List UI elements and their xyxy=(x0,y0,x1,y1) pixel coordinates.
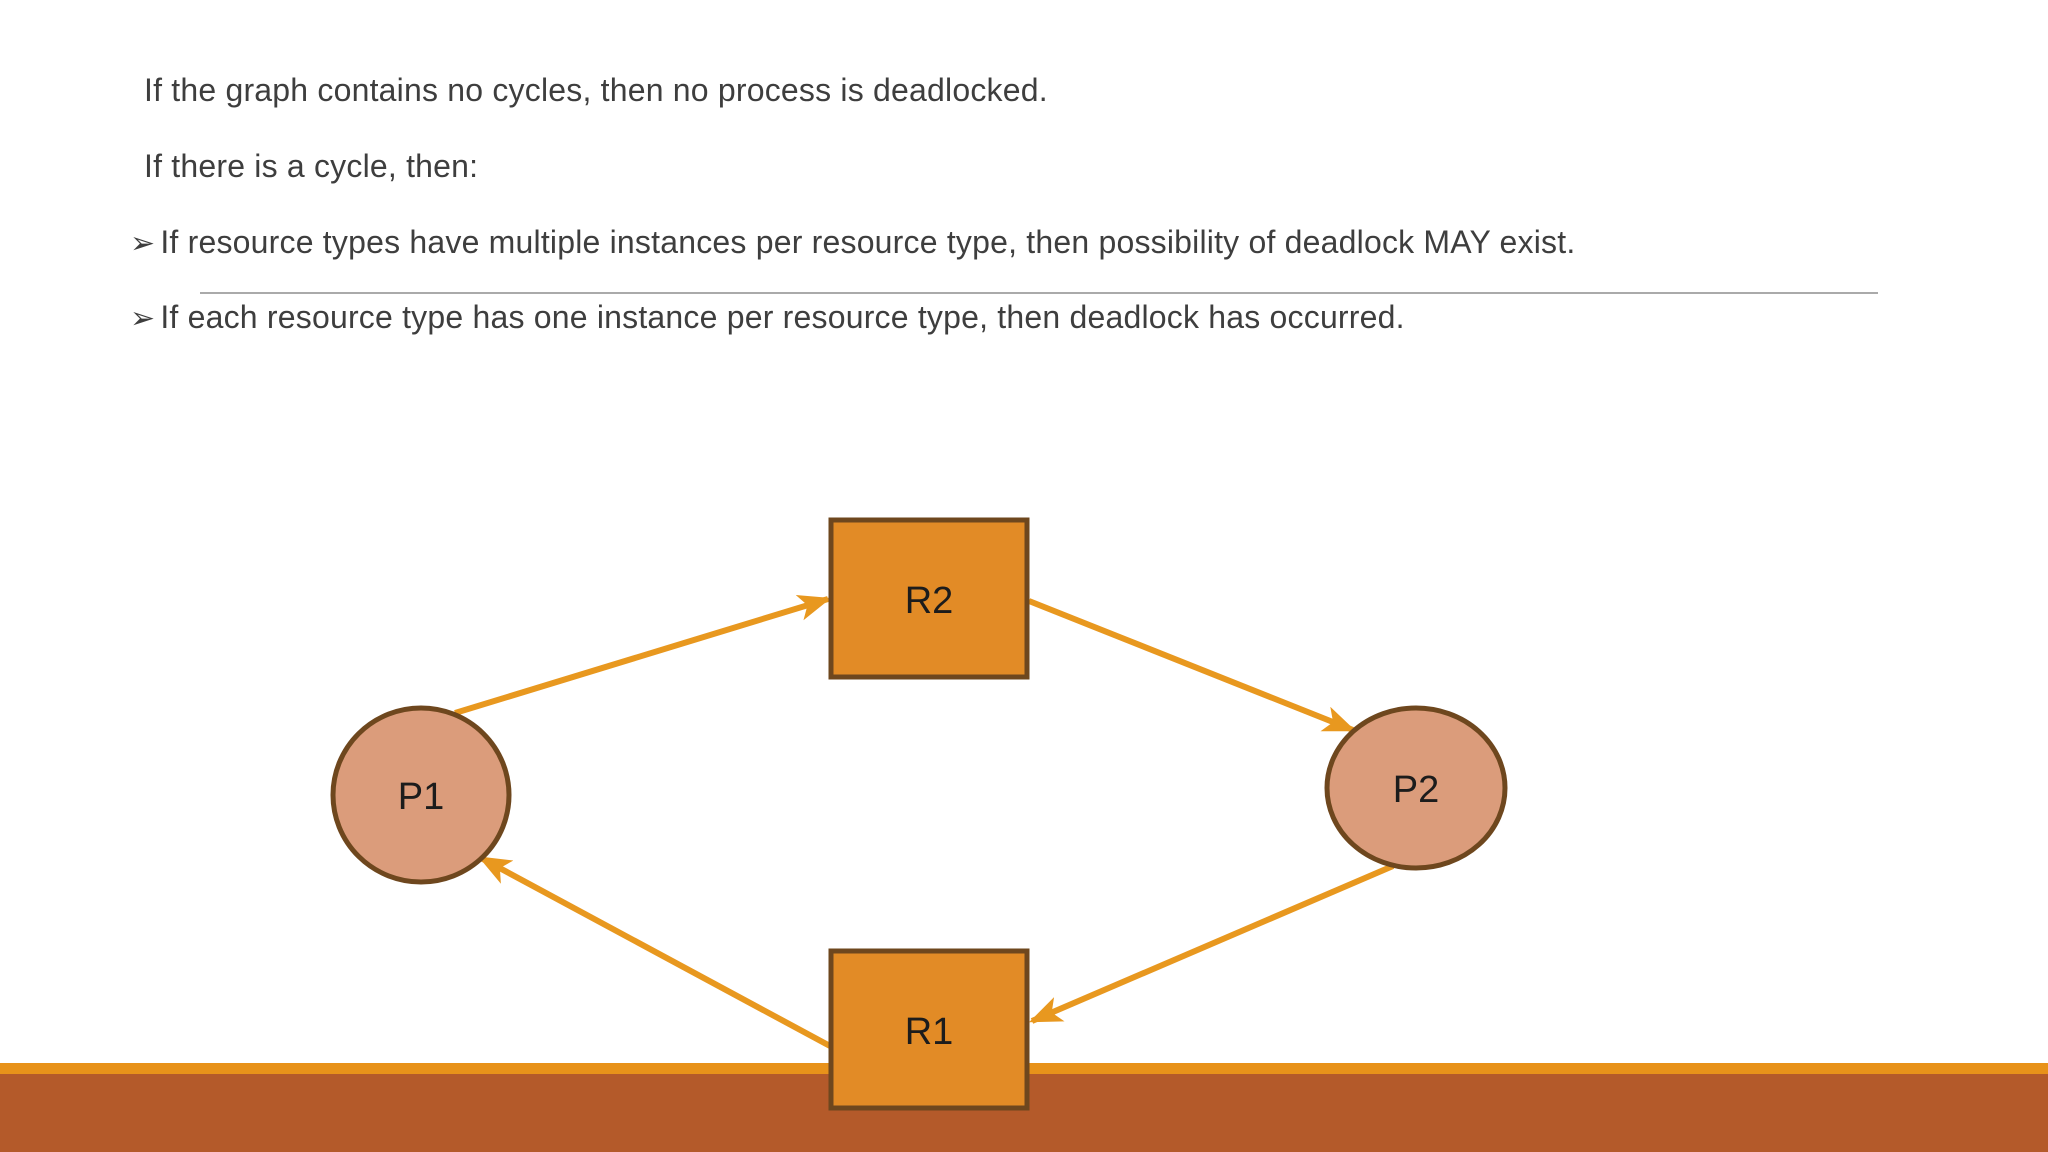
text-line-2: If there is a cycle, then: xyxy=(144,146,478,186)
resource-node-r2 xyxy=(828,517,1030,680)
resource-node-r1 xyxy=(828,948,1030,1111)
process-node-p1 xyxy=(330,705,512,885)
edge-p1-to-r2 xyxy=(454,595,832,716)
line-text: If each resource type has one instance p… xyxy=(160,299,1405,335)
line-text: If resource types have multiple instance… xyxy=(160,224,1576,260)
bullet-line-2: ➢If each resource type has one instance … xyxy=(130,297,1405,339)
node-label-p1: P1 xyxy=(398,776,444,818)
line-text: If there is a cycle, then: xyxy=(144,148,479,184)
arrow-bullet-icon: ➢ xyxy=(130,302,156,335)
node-label-p2: P2 xyxy=(1393,769,1439,811)
node-label-r2: R2 xyxy=(905,580,954,622)
line-text: If the graph contains no cycles, then no… xyxy=(144,72,1048,108)
bullet-line-1: ➢If resource types have multiple instanc… xyxy=(130,222,1575,264)
process-node-p2 xyxy=(1324,705,1508,871)
edge-r2-to-p2 xyxy=(1027,598,1357,733)
text-line-1: If the graph contains no cycles, then no… xyxy=(144,70,1048,110)
divider-line xyxy=(200,292,1878,294)
edge-p2-to-r1 xyxy=(1028,863,1395,1024)
edge-r1-to-p1 xyxy=(478,855,832,1049)
arrow-bullet-icon: ➢ xyxy=(130,227,156,260)
node-label-r1: R1 xyxy=(905,1011,954,1053)
